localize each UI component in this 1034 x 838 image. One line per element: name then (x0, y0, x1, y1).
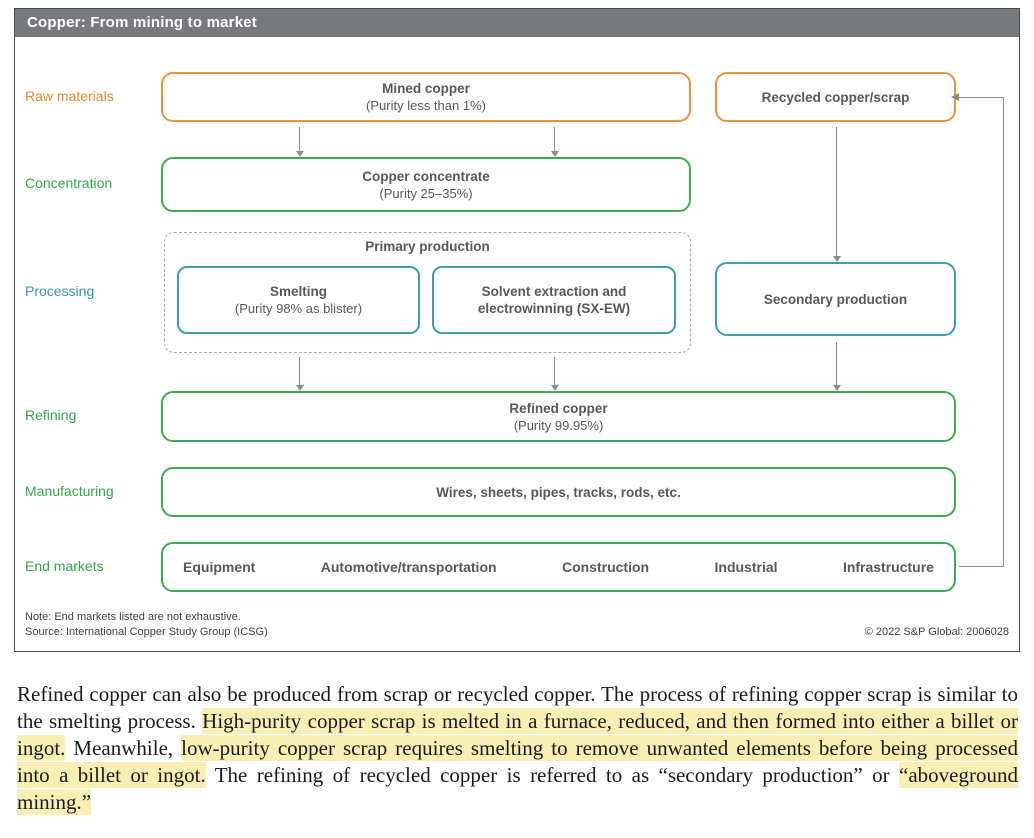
end-market-item-automotive: Automotive/transportation (320, 559, 497, 575)
box-end-markets: Equipment Automotive/transportation Cons… (161, 542, 956, 592)
box-sx-ew: Solvent extraction and electrowinning (S… (432, 266, 676, 334)
box-recycled-copper-scrap: Recycled copper/scrap (715, 72, 956, 122)
box-mined-copper-title: Mined copper (382, 81, 470, 96)
row-label-raw-materials: Raw materials (25, 88, 114, 104)
paragraph-segment: Refined copper can also be produced from… (17, 682, 1018, 733)
footnote-block: Note: End markets listed are not exhaust… (25, 610, 268, 640)
row-label-processing: Processing (25, 283, 95, 299)
end-market-item-construction: Construction (561, 559, 650, 575)
copper-flow-diagram: Copper: From mining to market Raw materi… (14, 8, 1020, 652)
arrow-smelting-to-refined (295, 357, 304, 391)
row-label-manufacturing: Manufacturing (25, 483, 114, 499)
end-market-item-industrial: Industrial (714, 559, 778, 575)
primary-production-label: Primary production (365, 239, 490, 254)
loop-endmarkets-to-recycled-line (959, 97, 1004, 567)
arrow-secondary-to-refined (832, 342, 841, 391)
arrow-recycled-to-secondary (832, 127, 841, 262)
paragraph-segment: Meanwhile, (65, 736, 182, 760)
box-concentrate-subtitle: (Purity 25–35%) (379, 185, 473, 201)
row-label-refining: Refining (25, 407, 77, 423)
box-manufacturing: Wires, sheets, pipes, tracks, rods, etc. (161, 467, 956, 517)
box-manufacturing-title: Wires, sheets, pipes, tracks, rods, etc. (436, 484, 681, 500)
loop-arrowhead-icon (951, 93, 959, 101)
box-mined-copper: Mined copper (Purity less than 1%) (161, 72, 691, 122)
box-refined-subtitle: (Purity 99.95%) (513, 417, 604, 433)
end-market-item-infrastructure: Infrastructure (842, 559, 934, 575)
box-mined-copper-subtitle: (Purity less than 1%) (366, 98, 486, 113)
diagram-header-bar: Copper: From mining to market (15, 9, 1019, 37)
diagram-title: Copper: From mining to market (27, 14, 257, 31)
arrow-mined-to-concentrate-right (550, 127, 559, 157)
box-secondary-production: Secondary production (715, 262, 956, 336)
box-smelting-subtitle: (Purity 98% as blister) (234, 301, 363, 316)
copyright-text: © 2022 S&P Global: 2006028 (864, 626, 1009, 638)
box-sx-ew-title: Solvent extraction and electrowinning (S… (477, 284, 631, 316)
footnote-source: Source: International Copper Study Group… (25, 626, 268, 638)
arrow-mined-to-concentrate-left (295, 127, 304, 157)
box-smelting: Smelting (Purity 98% as blister) (177, 266, 420, 334)
arrow-sx-ew-to-refined (550, 357, 559, 391)
box-copper-concentrate: Copper concentrate (Purity 25–35%) (161, 157, 691, 212)
box-smelting-title: Smelting (269, 284, 327, 299)
row-label-concentration: Concentration (25, 175, 113, 191)
group-primary-production: Primary production (164, 232, 691, 353)
body-paragraph: Refined copper can also be produced from… (17, 681, 1019, 816)
box-refined-copper: Refined copper (Purity 99.95%) (161, 391, 956, 442)
box-secondary-title: Secondary production (763, 291, 908, 307)
footnote-note: Note: End markets listed are not exhaust… (25, 611, 241, 623)
end-market-item-equipment: Equipment (183, 559, 256, 575)
box-concentrate-title: Copper concentrate (362, 168, 490, 184)
box-recycled-title: Recycled copper/scrap (761, 89, 910, 105)
box-refined-title: Refined copper (509, 400, 608, 416)
paragraph-segment: The refining of recycled copper is refer… (205, 763, 900, 787)
row-label-end-markets: End markets (25, 558, 104, 574)
